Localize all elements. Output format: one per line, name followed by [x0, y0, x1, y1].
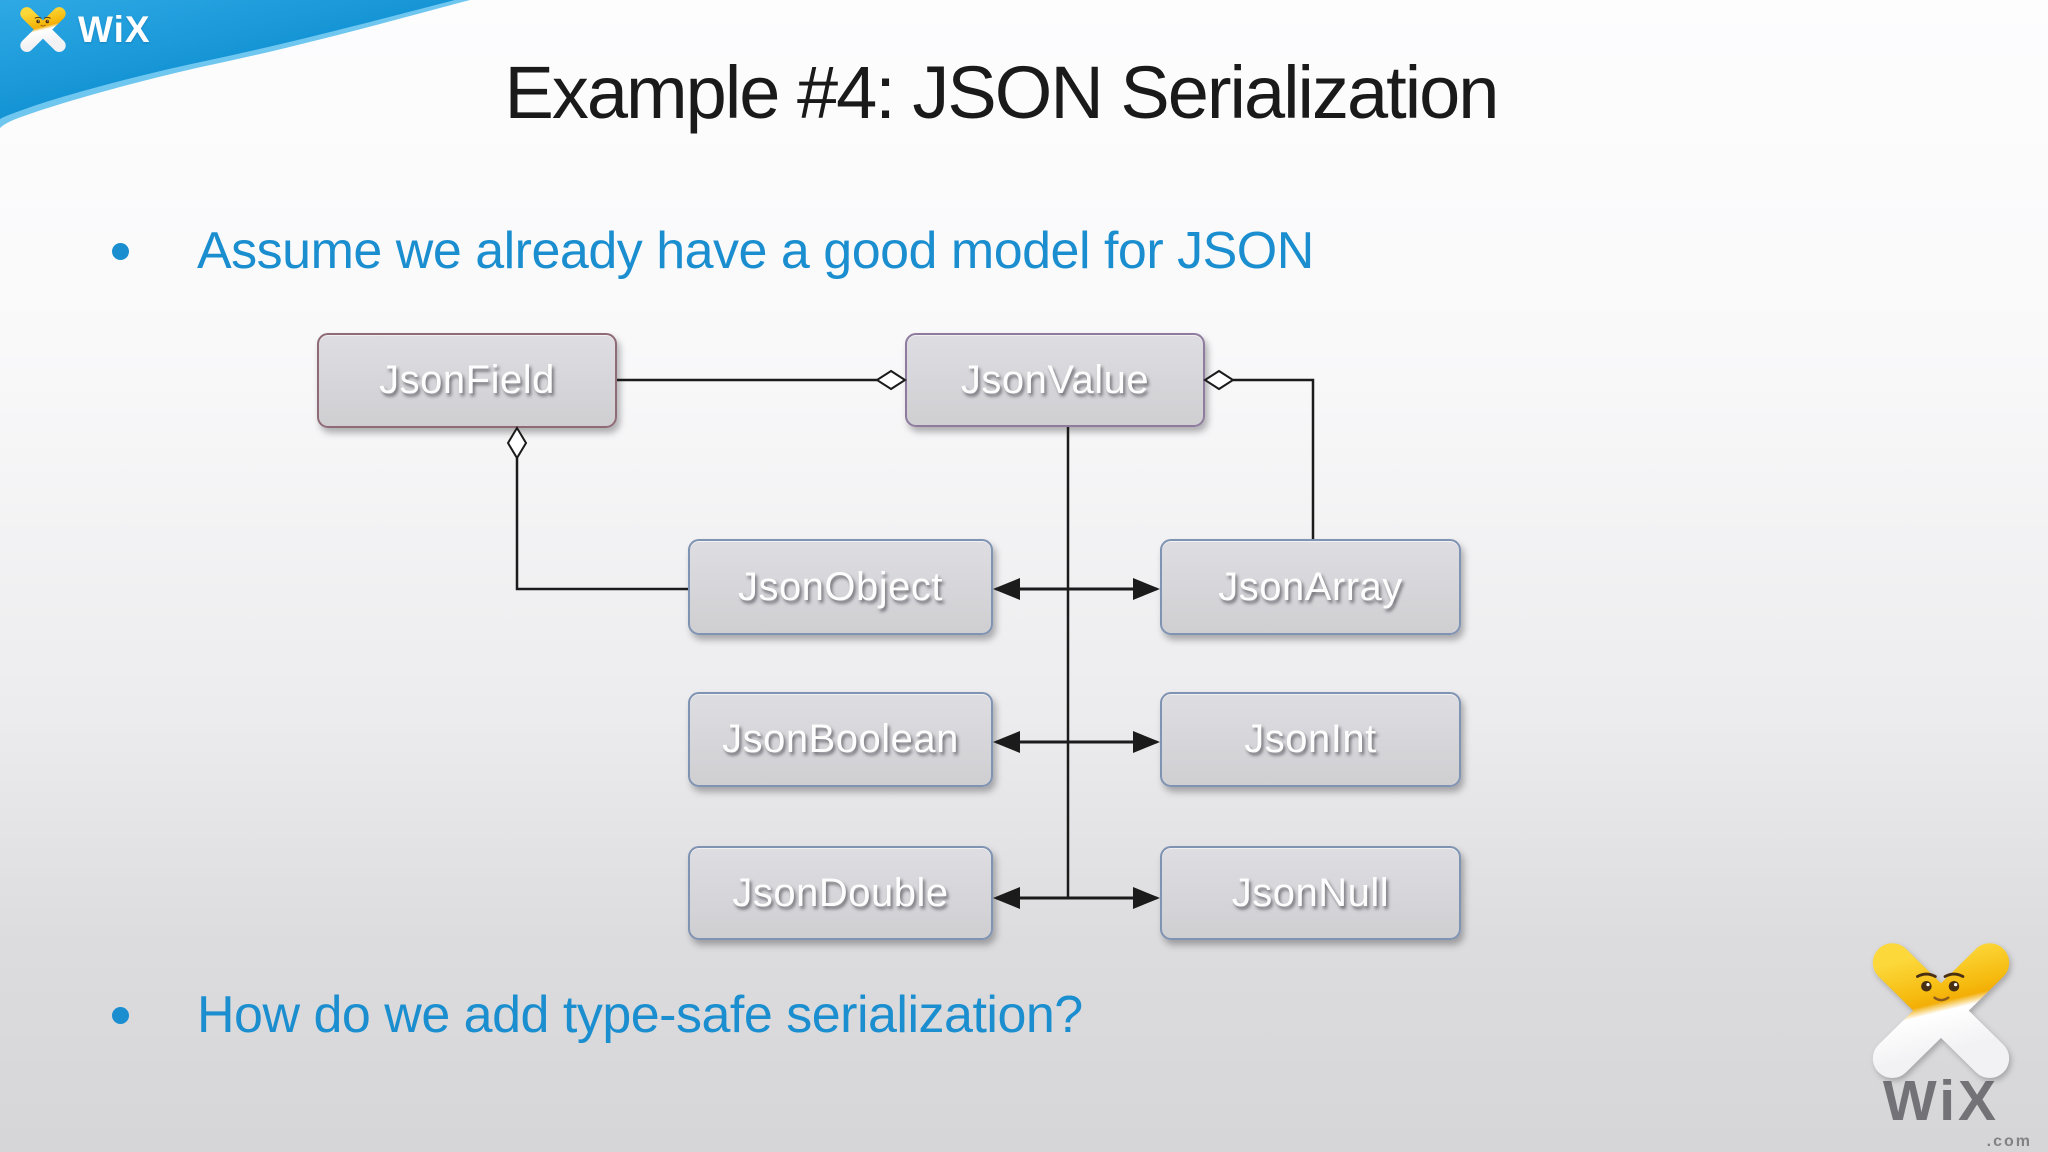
- wix-logo-header: WiX: [16, 6, 151, 52]
- wix-logo-text: WiX: [78, 8, 151, 50]
- edge-jsonfield-jsonvalue: [617, 369, 907, 391]
- arrowhead-left-icon: [993, 887, 1020, 909]
- diagram-node-jsonint: JsonInt: [1160, 692, 1461, 787]
- arrowhead-left-icon: [993, 578, 1020, 600]
- diagram-node-label: JsonBoolean: [722, 717, 959, 761]
- diagram-node-jsonnull: JsonNull: [1160, 846, 1461, 940]
- edge-jsonvalue-jsonarray: [1203, 369, 1315, 539]
- arrowhead-right-icon: [1133, 731, 1160, 753]
- diagram-node-label: JsonDouble: [732, 870, 949, 915]
- diagram-node-jsonarray: JsonArray: [1160, 539, 1461, 635]
- arrowhead-right-icon: [1133, 887, 1160, 909]
- diagram-node-jsondouble: JsonDouble: [688, 846, 993, 940]
- wix-logo-domain: .com: [1986, 1133, 2032, 1150]
- diagram-node-label: JsonField: [379, 358, 555, 402]
- arrowhead-right-icon: [1133, 578, 1160, 600]
- bullet-text: How do we add type-safe serialization?: [197, 986, 1083, 1044]
- wix-logo-footer: WiX .com: [1838, 940, 2044, 1151]
- diagram-node-label: JsonArray: [1218, 564, 1403, 609]
- edge-arrows-jsonboolean-jsonint: [993, 731, 1160, 753]
- diagram-node-label: JsonNull: [1231, 870, 1390, 915]
- slide-title: Example #4: JSON Serialization: [504, 51, 1500, 134]
- diagram-node-label: JsonObject: [737, 564, 944, 609]
- diagram-node-jsonfield: JsonField: [317, 333, 617, 428]
- diagram-node-jsonobject: JsonObject: [688, 539, 993, 635]
- diagram-node-jsonvalue: JsonValue: [905, 333, 1205, 427]
- diagram-node-label: JsonValue: [960, 357, 1150, 402]
- diagram-node-jsonboolean: JsonBoolean: [688, 692, 993, 787]
- aggregation-diamond-icon: [1203, 369, 1235, 391]
- edge-arrows-jsondouble-jsonnull: [993, 887, 1160, 909]
- bullet-dot: [112, 242, 129, 260]
- bullet-text: Assume we already have a good model for …: [197, 222, 1314, 280]
- bullet-item: How do we add type-safe serialization?: [112, 983, 1083, 1047]
- edge-jsonfield-jsonobject: [506, 426, 688, 591]
- wix-mascot-icon: [16, 6, 70, 52]
- wix-mascot-icon: [1852, 940, 2030, 1078]
- bullet-dot: [112, 1006, 129, 1024]
- aggregation-diamond-icon: [506, 426, 528, 460]
- diagram-node-label: JsonInt: [1244, 717, 1377, 761]
- bullet-item: Assume we already have a good model for …: [112, 219, 1314, 283]
- aggregation-diamond-icon: [875, 369, 907, 391]
- edge-arrows-jsonobject-jsonarray: [993, 578, 1160, 600]
- header-swoosh-decoration: [0, 0, 470, 128]
- arrowhead-left-icon: [993, 731, 1020, 753]
- wix-logo-text: WiX: [1882, 1069, 2000, 1133]
